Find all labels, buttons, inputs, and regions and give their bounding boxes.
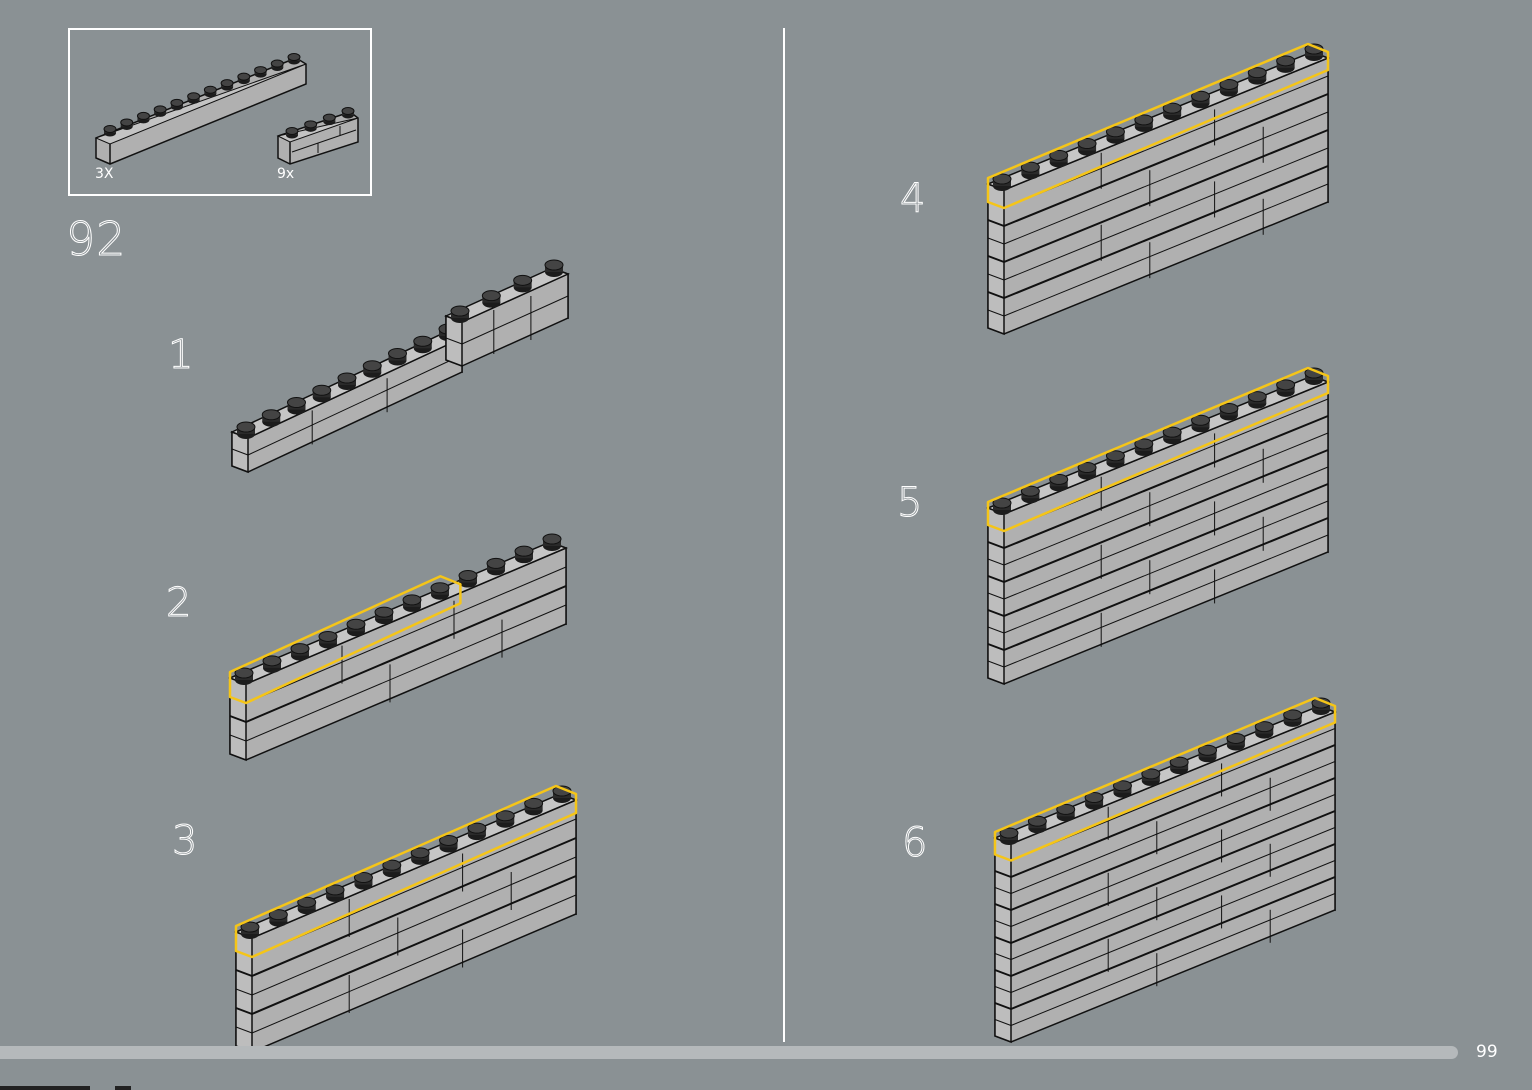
page-number: 99 [1476,1042,1498,1062]
substep-5-model [988,368,1328,684]
corner-mark [115,1086,131,1090]
brick-1x12-icon [96,58,306,164]
substep-3-model [236,786,576,1052]
substep-1-model [232,260,568,472]
progress-bar [0,1046,1458,1059]
substep-4-model [988,44,1328,334]
substep-6-model [995,698,1335,1042]
substep-2-model [230,534,566,760]
corner-mark [0,1086,90,1090]
